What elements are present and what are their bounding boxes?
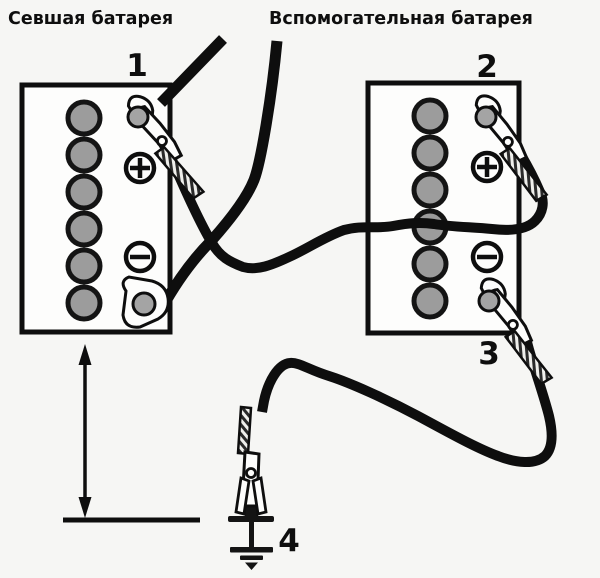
ground-stem	[249, 522, 254, 548]
car-negative-lead-cable	[161, 40, 283, 304]
minus-terminal-symbol	[123, 240, 157, 274]
battery-cell	[65, 136, 103, 174]
battery-cell	[65, 284, 103, 322]
battery-cell	[411, 282, 449, 320]
jumper-clamp-4-ground	[234, 405, 268, 516]
aux-battery-cells	[411, 97, 449, 320]
arrow-up-head	[78, 344, 92, 365]
clamp-handle	[236, 405, 253, 456]
distance-arrow	[78, 344, 92, 518]
battery-cell	[411, 171, 449, 209]
arrow-down-head	[78, 497, 92, 518]
minus-terminal-symbol	[470, 240, 504, 274]
positive-jumper-cable	[162, 146, 548, 274]
step-label-3: 3	[478, 336, 500, 372]
clamp-jaw	[234, 476, 251, 516]
battery-cell	[411, 97, 449, 135]
car-positive-lead-cable	[157, 35, 227, 107]
clamp-pivot	[245, 467, 257, 479]
plus-terminal-symbol	[470, 150, 504, 184]
dead-battery-cells	[65, 99, 103, 322]
plus-terminal-symbol	[123, 151, 157, 185]
terminal-post	[126, 105, 150, 129]
negative-jumper-cable	[257, 336, 557, 467]
terminal-post	[477, 289, 501, 313]
battery-cell	[411, 134, 449, 172]
ground-flange	[228, 516, 274, 522]
terminal-post	[474, 105, 498, 129]
ground-symbol	[230, 547, 273, 570]
step-label-2: 2	[476, 49, 498, 85]
step-label-1: 1	[126, 48, 148, 84]
step-label-4: 4	[278, 523, 300, 559]
battery-cell	[65, 173, 103, 211]
terminal-post	[131, 291, 157, 317]
battery-cell	[65, 247, 103, 285]
battery-cell	[411, 245, 449, 283]
dead-battery-title: Севшая батарея	[8, 9, 173, 29]
aux-battery-title: Вспомогательная батарея	[269, 9, 533, 29]
battery-cell	[65, 210, 103, 248]
battery-cell	[65, 99, 103, 137]
clamp-jaw	[251, 476, 268, 516]
